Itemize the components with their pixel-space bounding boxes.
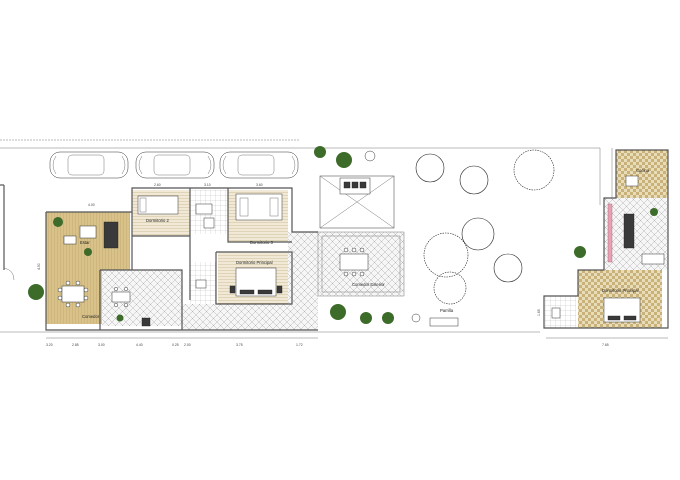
dim-bottom-4: 4.40: [136, 343, 143, 347]
label-dormitorio3: Dormitorio 3: [250, 240, 273, 245]
dim-bottom-5: 0.25: [172, 343, 179, 347]
toilet: [551, 307, 561, 319]
dining-table-icon: [111, 286, 131, 308]
annex-building: [543, 149, 669, 329]
dim-annex-bottom: 7.65: [602, 343, 609, 347]
plant-icon: [28, 146, 586, 324]
bed-icon: [229, 267, 283, 297]
label-estar: Estar: [80, 240, 90, 245]
tree-icon: [415, 149, 555, 305]
plant-icon: [53, 217, 124, 322]
car-icon: [219, 151, 299, 179]
plant-icon: [650, 208, 658, 216]
dim-bottom-2: 2.85: [72, 343, 79, 347]
bed-icon: [603, 297, 641, 323]
dining-table-icon: [57, 280, 89, 308]
label-cocina-annex: Cocina: [636, 168, 650, 173]
label-dormitorio-principal-annex: Dormitorio Principal: [602, 288, 639, 293]
bed-icon: [137, 195, 179, 215]
dim-bottom-3: 3.00: [98, 343, 105, 347]
dim-top-4: 3.60: [256, 183, 263, 187]
label-dormitorio-principal: Dormitorio Principal: [236, 260, 273, 265]
label-comedor-exterior: Comedor Exterior: [352, 282, 385, 287]
car-icon: [49, 151, 129, 179]
site-boundary: [0, 139, 613, 333]
hall-floor: [182, 304, 318, 330]
corridor-floor: [288, 232, 318, 304]
toilet: [203, 217, 215, 229]
dim-bottom-8: 1.72: [296, 343, 303, 347]
label-dormitorio2: Dormitorio 2: [146, 218, 169, 223]
sofa-icon: [623, 213, 635, 249]
dim-bottom-6: 2.00: [184, 343, 191, 347]
toilet: [195, 279, 207, 289]
appliance: [141, 317, 151, 327]
dim-top-3: 3.10: [204, 183, 211, 187]
dim-annex-left: 1.65: [537, 309, 541, 316]
dining-table-icon: [339, 247, 369, 277]
dining-table-icon: [625, 175, 639, 187]
pergola: [319, 175, 395, 229]
bathtub: [195, 203, 213, 215]
sofa-icon: [641, 253, 665, 265]
dim-top-1: 4.00: [88, 203, 95, 207]
dim-top-2: 2.60: [154, 183, 161, 187]
dim-bottom-7: 3.75: [236, 343, 243, 347]
car-icon: [135, 151, 215, 179]
dim-bottom-1: 3.20: [46, 343, 53, 347]
label-parrilla: Parrilla: [440, 308, 454, 313]
bed-icon: [235, 193, 283, 221]
dim-left-1: 4.50: [37, 263, 41, 270]
cocina-floor: [616, 150, 668, 198]
parrilla-grill: [429, 317, 459, 327]
label-comedor: Comedor: [82, 314, 100, 319]
sofa-icon: [63, 221, 119, 249]
counter: [607, 203, 613, 263]
